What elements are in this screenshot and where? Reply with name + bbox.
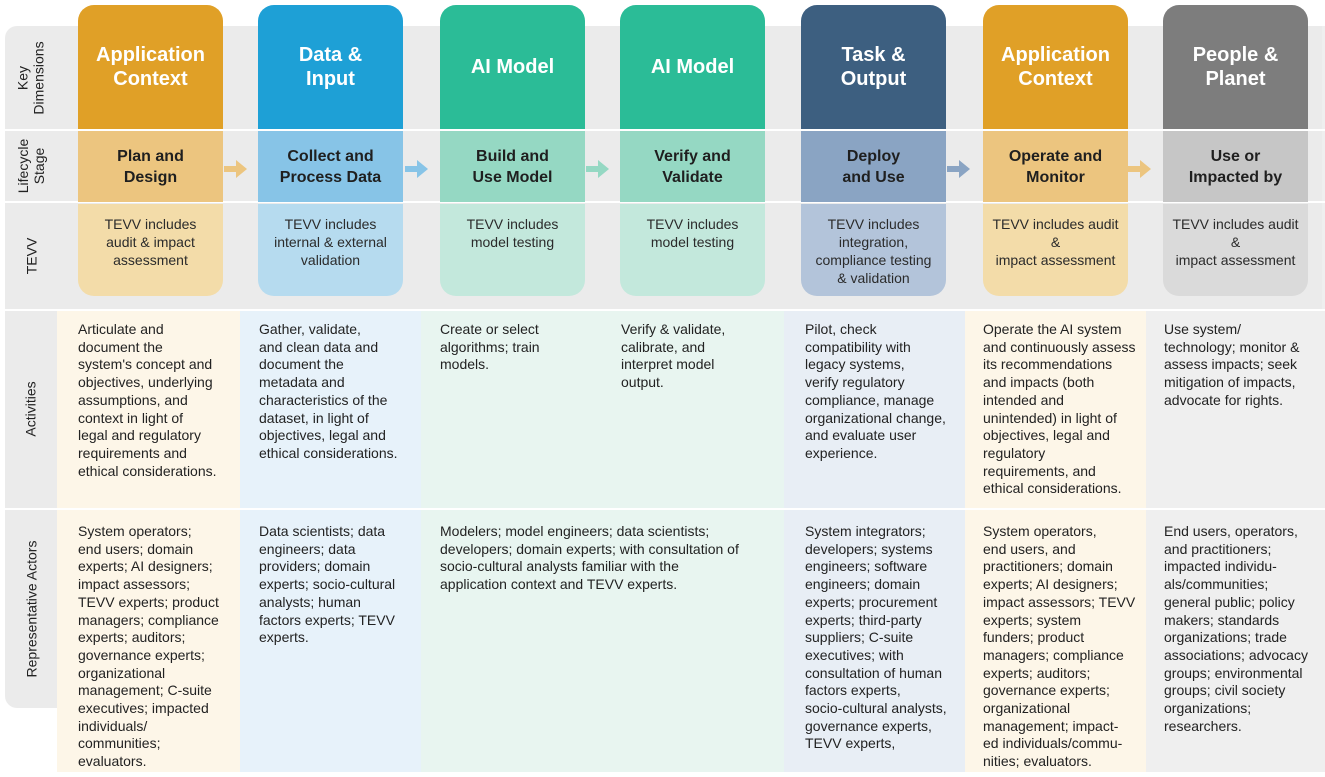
activities-text: Use system/ technology; monitor & assess… [1164,321,1300,408]
tevv-box: TEVV includes audit & impact assessment [78,204,223,296]
tevv-box: TEVV includes audit & impact assessment [983,204,1128,296]
dimension-header: AI Model [440,5,585,129]
row-label-key-dimensions: Key Dimensions [5,26,57,130]
row-label-text: TEVV [22,237,39,275]
activities-text: Articulate and document the system's con… [78,321,217,479]
right-arrow-icon [405,160,428,178]
actors-text: Modelers; model engineers; data scientis… [440,523,739,593]
right-arrow-icon [224,160,247,178]
tevv-box: TEVV includes internal & external valida… [258,204,403,296]
right-arrow-icon [947,160,970,178]
dimension-header: AI Model [620,5,765,129]
row-divider [5,201,1325,203]
row-label-representative-actors: Representative Actors [5,510,57,708]
dimension-header: Task & Output [801,5,946,129]
row-divider [5,129,1325,131]
activities-text: Operate the AI system and continuously a… [983,321,1136,497]
row-label-text: Lifecycle Stage [15,138,47,194]
lifecycle-stage-box: Deploy and Use [801,131,946,202]
actors-text: System integrators; developers; systems … [805,523,947,752]
actors-text: Data scientists; data engineers; data pr… [259,523,396,646]
tevv-box: TEVV includes audit & impact assessment [1163,204,1308,296]
row-label-tevv: TEVV [5,202,57,310]
actors-text: End users, operators, and practitioners;… [1164,523,1308,734]
lifecycle-stage-box: Build and Use Model [440,131,585,202]
activities-text: Pilot, check compatibility with legacy s… [805,321,946,461]
activities-text: Create or select algorithms; train model… [440,321,540,373]
lifecycle-stage-box: Operate and Monitor [983,131,1128,202]
lifecycle-stage-box: Collect and Process Data [258,131,403,202]
row-label-activities: Activities [5,310,57,508]
row-divider [5,508,1325,510]
row-label-text: Key Dimensions [15,41,48,115]
tevv-box: TEVV includes model testing [620,204,765,296]
dimension-header: Application Context [983,5,1128,129]
dimension-header: People & Planet [1163,5,1308,129]
activities-text: Verify & validate, calibrate, and interp… [621,321,726,391]
row-label-panel [5,26,57,708]
right-arrow-icon [1128,160,1151,178]
lifecycle-stage-box: Use or Impacted by [1163,131,1308,202]
row-label-text: Activities [23,381,40,437]
dimension-header: Application Context [78,5,223,129]
tevv-box: TEVV includes integration, compliance te… [801,204,946,296]
row-label-text: Representative Actors [23,540,39,678]
lifecycle-stage-box: Verify and Validate [620,131,765,202]
tevv-box: TEVV includes model testing [440,204,585,296]
actors-text: System operators; end users; domain expe… [78,523,219,770]
row-divider [5,309,1325,311]
dimension-header: Data & Input [258,5,403,129]
lifecycle-stage-box: Plan and Design [78,131,223,202]
row-label-lifecycle-stage: Lifecycle Stage [5,130,57,202]
right-arrow-icon [586,160,609,178]
actors-text: System operators, end users, and practit… [983,523,1136,770]
activities-text: Gather, validate, and clean data and doc… [259,321,398,461]
